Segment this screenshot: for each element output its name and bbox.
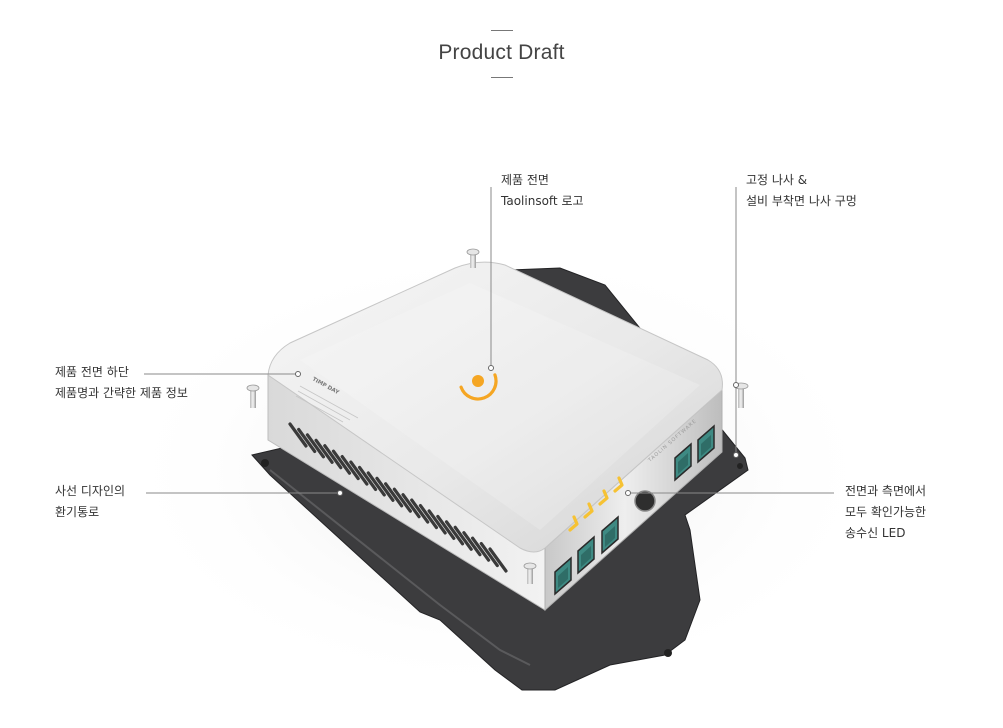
vent-slat [453,525,473,551]
callout-line: 제품 전면 [501,173,549,187]
vent-slat [479,541,499,568]
callout-line: 송수신 LED [845,526,906,540]
vent-slat [314,438,334,464]
vent-slat [357,465,378,492]
callout-line: 전면과 측면에서 [845,484,927,498]
network-ports [554,424,715,596]
vent-slat [340,455,360,481]
taolinsoft-logo [459,373,498,401]
callout-line: 사선 디자인의 [55,484,126,498]
vent-slat [444,520,465,546]
vent-slat [427,509,447,535]
led-indicator [598,489,609,506]
title-rule-bottom [490,77,513,78]
ventilation-slats [288,422,508,573]
leader-dot [625,490,631,496]
callout-line: 제품명과 간략한 제품 정보 [55,386,188,400]
led-indicators [568,476,624,532]
led-indicator [613,476,624,493]
led-indicator [568,515,579,532]
page-header: Product Draft [0,30,1003,78]
base-screw-hole [261,459,269,467]
vent-slat [392,487,412,513]
callout-led: 전면과 측면에서 모두 확인가능한 송수신 LED [845,481,926,544]
rj45-port [554,556,572,596]
leader-dot [488,365,494,371]
callout-line: 설비 부착면 나사 구멍 [746,194,857,208]
vent-slat [297,427,317,454]
vent-slat [375,476,395,502]
vent-slat [323,444,343,470]
callout-fixing-screw: 고정 나사 & 설비 부착면 나사 구멍 [746,170,857,212]
vent-slat [410,498,430,524]
vent-slat [436,514,456,540]
base-screw-hole [737,463,743,469]
base-screw-hole [664,649,672,657]
vent-slat [401,493,421,519]
top-reflection [300,283,700,530]
page-title: Product Draft [438,41,565,64]
rj45-port [697,424,715,464]
leader-dot [733,382,739,388]
callout-line: 고정 나사 & [746,173,808,187]
vent-slat [366,471,386,497]
fixing-screw [523,562,537,584]
fixing-screw [466,248,480,268]
top-label-fine-print [295,385,359,423]
vent-slat [471,536,491,562]
base-edge-highlight [269,469,531,666]
vent-slat [462,531,482,557]
device-top-face [267,261,723,553]
title-rule-top [490,30,513,31]
callout-front-logo: 제품 전면 Taolinsoft 로고 [501,170,584,212]
leader-dot [733,452,739,458]
vent-slat [384,482,404,508]
rj45-port [674,442,692,482]
logo-arc [459,373,498,401]
logo-dot [472,375,484,387]
led-indicator [583,502,594,519]
vent-slat [305,433,325,459]
leader-dot [295,371,301,377]
leader-dot [337,490,343,496]
callout-line: 모두 확인가능한 [845,505,927,519]
vent-slat [418,503,439,530]
vent-slat [288,422,308,448]
callout-line: 환기통로 [55,505,100,519]
fixing-screw [246,384,260,408]
callout-line: Taolinsoft 로고 [501,194,584,208]
callout-vent: 사선 디자인의 환기통로 [55,481,125,523]
callout-line: 제품 전면 하단 [55,365,129,379]
rj45-port [577,535,595,575]
vent-slat [349,460,369,486]
callout-front-bottom: 제품 전면 하단 제품명과 간략한 제품 정보 [55,362,188,404]
round-port [634,490,656,512]
rj45-port [601,515,619,555]
vent-slat [331,449,352,475]
vent-slat [488,547,508,573]
